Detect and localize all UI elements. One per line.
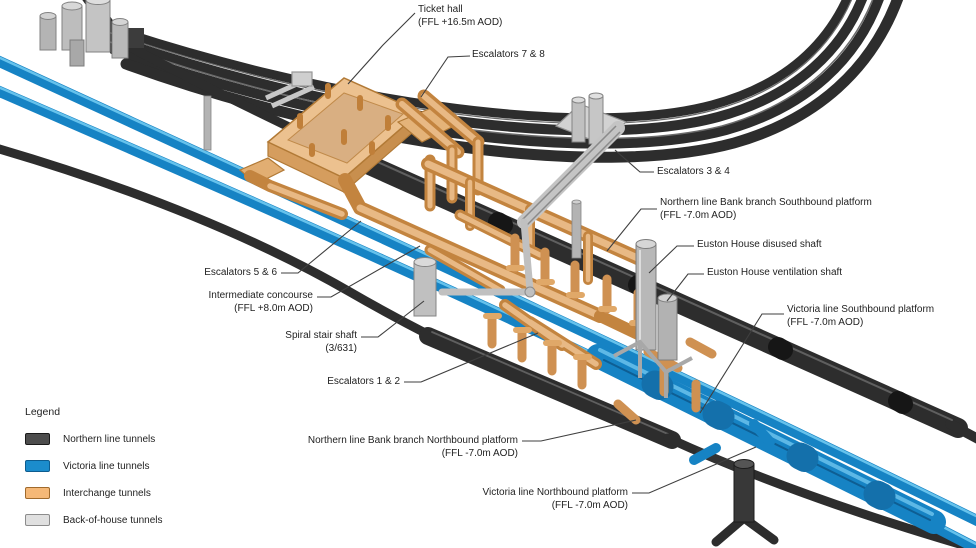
- leader-ticket-hall: [347, 12, 416, 85]
- leader-euston-vent: [666, 273, 704, 302]
- leader-escalators-1-2: [404, 332, 539, 383]
- label-euston-house-disused-shaft: Euston House disused shaft: [697, 239, 822, 250]
- label-escalators-1-2: Escalators 1 & 2: [327, 376, 400, 387]
- leader-euston-disused: [648, 245, 694, 274]
- gantry-frame: [264, 71, 316, 109]
- interchange-swatch: [25, 487, 50, 499]
- back-of-house-structures: [39, 0, 693, 398]
- leader-escalators-3-4: [614, 149, 654, 173]
- leader-escalators-7-8: [420, 55, 471, 98]
- label-victoria-southbound-platform: Victoria line Southbound platform(FFL -7…: [787, 304, 935, 328]
- legend-item-interchange: Interchange tunnels: [25, 487, 163, 499]
- leader-victoria-southbound: [699, 313, 784, 414]
- legend-item-back-of-house: Back-of-house tunnels: [25, 514, 163, 526]
- cross-passages-upper: [506, 233, 648, 328]
- label-ticket-hall: Ticket hall(FFL +16.5m AOD): [418, 4, 503, 28]
- label-northern-southbound-platform: Northern line Bank branch Southbound pla…: [660, 197, 872, 221]
- escalators-7-8-tubes: [395, 89, 485, 159]
- label-spiral-stair-shaft: Spiral stair shaft(3/631): [285, 330, 357, 354]
- label-euston-house-ventilation-shaft: Euston House ventilation shaft: [707, 267, 843, 278]
- escalators-3-4-structure: [438, 92, 628, 298]
- label-escalators-3-4: Escalators 3 & 4: [657, 166, 730, 177]
- label-escalators-5-6: Escalators 5 & 6: [204, 267, 277, 278]
- interchange-tunnels: [238, 77, 717, 425]
- legend-item-victoria: Victoria line tunnels: [25, 460, 163, 472]
- northern-line-swatch: [25, 433, 50, 445]
- label-northern-northbound-platform: Northern line Bank branch Northbound pla…: [307, 435, 518, 459]
- leader-northern-southbound: [606, 208, 657, 252]
- legend-item-northern: Northern line tunnels: [25, 433, 163, 445]
- leader-spiral-stair: [361, 300, 425, 338]
- back-of-house-swatch: [25, 514, 50, 526]
- victoria-line-swatch: [25, 460, 50, 472]
- label-intermediate-concourse: Intermediate concourse(FFL +8.0m AOD): [208, 290, 313, 314]
- spiral-stair-shaft-structure: [413, 257, 437, 317]
- leader-victoria-northbound: [632, 446, 757, 494]
- leader-lines: [281, 12, 784, 494]
- label-escalators-7-8: Escalators 7 & 8: [472, 49, 545, 60]
- vent-rod: [203, 95, 212, 151]
- leader-intermediate-concourse: [317, 245, 421, 298]
- label-victoria-northbound-platform: Victoria line Northbound platform(FFL -7…: [482, 487, 628, 511]
- northern-northbound-platform-tunnel: [419, 327, 681, 449]
- bottom-shaft: [696, 448, 779, 547]
- leader-escalators-5-6: [281, 220, 362, 274]
- leader-northern-northbound: [522, 419, 637, 442]
- victoria-platform-tunnel: [586, 344, 946, 534]
- vent-rod-2: [571, 201, 582, 259]
- legend-title: Legend: [25, 406, 61, 418]
- shaft-cluster: [39, 0, 144, 67]
- legend: Legend Northern line tunnels Victoria li…: [25, 406, 163, 526]
